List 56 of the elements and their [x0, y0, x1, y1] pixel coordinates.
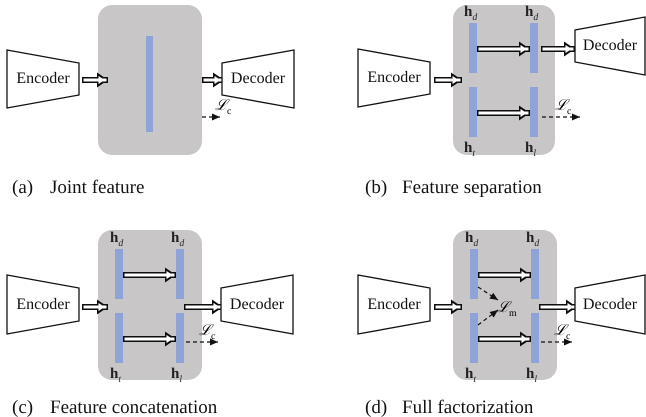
hollow-arrow: [202, 72, 224, 88]
feature-symbol: h$_{l}$: [525, 141, 536, 159]
hollow-arrow: [434, 72, 462, 88]
dashed-arrow: [202, 114, 220, 120]
panel-letter: (a): [12, 178, 34, 197]
block-label: Encoder: [16, 296, 70, 314]
dashed-arrow: [478, 310, 498, 326]
dashed-arrow: [542, 114, 580, 120]
block-label: Encoder: [367, 69, 421, 87]
panel-letter: (b): [365, 178, 388, 197]
hollow-arrow: [477, 42, 530, 56]
panel-caption: Feature separation: [402, 178, 542, 197]
feature-symbol: h$_{t}$: [110, 367, 122, 385]
dashed-arrow: [541, 338, 572, 346]
loss-label: ℒ$_{c}$: [215, 99, 232, 117]
feature-symbol: h$_{d}$: [526, 231, 540, 249]
block-label: Encoder: [367, 296, 421, 314]
dashed-arrow: [478, 286, 498, 300]
hollow-arrow: [539, 300, 577, 314]
feature-symbol: h$_{l}$: [171, 367, 182, 385]
block-label: Decoder: [582, 37, 638, 55]
loss-label: ℒ$_{c}$: [554, 324, 570, 342]
feature-symbol: h$_{d}$: [171, 231, 184, 249]
panel-caption: Joint feature: [50, 178, 144, 197]
hollow-arrow: [82, 300, 108, 314]
hollow-arrow: [82, 72, 108, 88]
loss-label: ℒ$_{c}$: [555, 99, 572, 117]
feature-symbol: h$_{l}$: [526, 367, 538, 385]
feature-symbol: h$_{t}$: [465, 367, 476, 385]
block-label: Decoder: [230, 70, 286, 88]
panel-caption: Full factorization: [402, 398, 534, 417]
panel-letter: (c): [12, 398, 34, 417]
feature-bar: [146, 36, 153, 132]
block-label: Decoder: [230, 296, 284, 314]
hollow-arrow: [478, 332, 531, 346]
feature-symbol: h$_{d}$: [465, 231, 478, 249]
feature-panel: [98, 5, 202, 155]
feature-symbol: h$_{d}$: [110, 231, 124, 249]
loss-label: ℒ$_{c}$: [199, 324, 216, 342]
feature-symbol: h$_{t}$: [464, 141, 476, 159]
block-label: Decoder: [582, 296, 638, 314]
loss-symbol: ℒ$_{m}$: [497, 300, 517, 316]
hollow-arrow: [478, 268, 531, 282]
block-label: Encoder: [16, 70, 70, 88]
hollow-arrow: [477, 106, 530, 120]
panel-letter: (d): [365, 398, 388, 417]
hollow-arrow: [184, 300, 223, 314]
hollow-arrow: [434, 300, 462, 314]
panel-caption: Feature concatenation: [50, 398, 218, 417]
dashed-arrow: [186, 338, 218, 346]
hollow-arrow: [123, 332, 176, 346]
hollow-arrow: [123, 268, 176, 282]
hollow-arrow: [541, 42, 575, 56]
feature-symbol: h$_{d}$: [525, 5, 538, 23]
feature-panel: [453, 5, 555, 155]
feature-symbol: h$_{d}$: [464, 5, 478, 23]
